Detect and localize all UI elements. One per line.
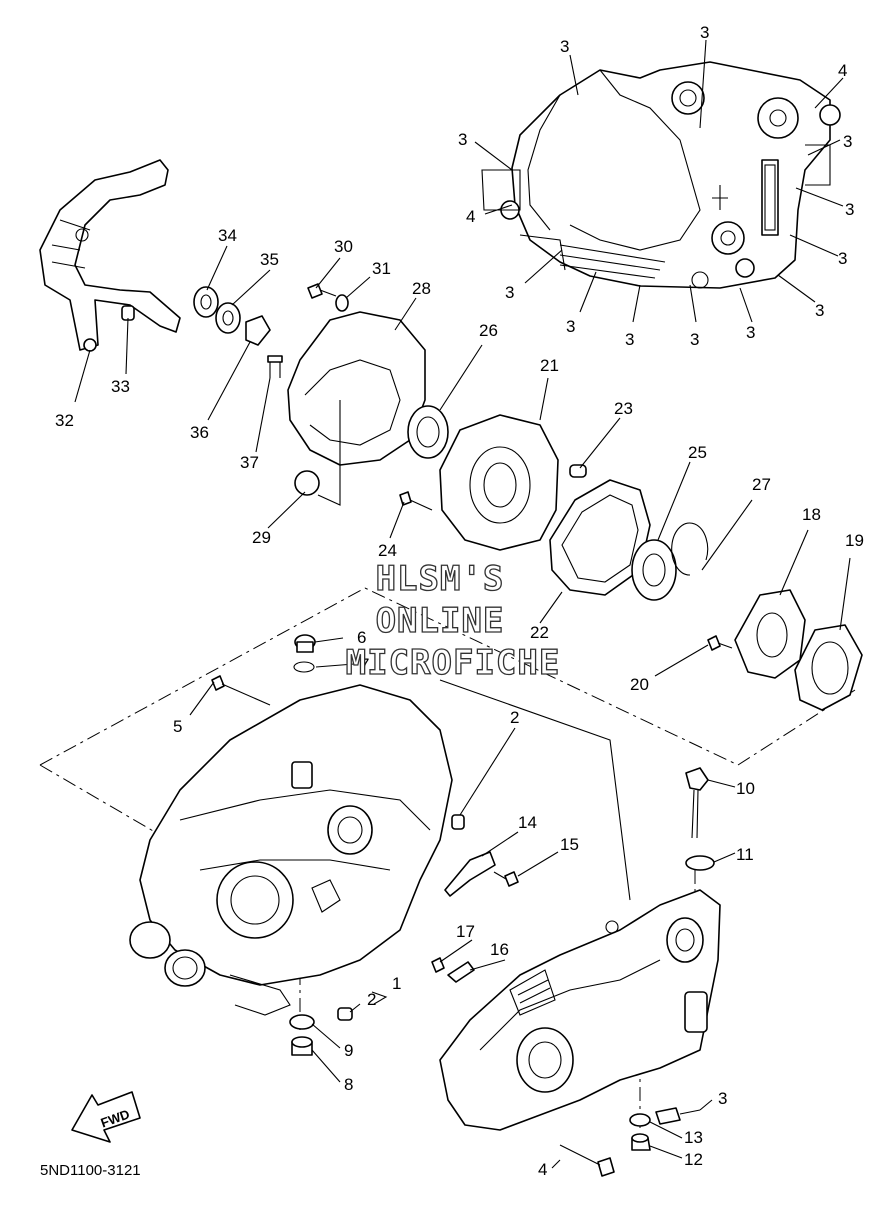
callout-4: 4 <box>538 1160 547 1179</box>
callout-33: 33 <box>111 377 130 396</box>
callout-1: 1 <box>392 974 401 993</box>
crankcase-left-half <box>129 684 453 1016</box>
callout-24: 24 <box>378 541 397 560</box>
callout-4: 4 <box>838 61 847 80</box>
leaders-top-right <box>474 39 844 323</box>
callout-37: 37 <box>240 453 259 472</box>
callout-14: 14 <box>518 813 537 832</box>
callout-13: 13 <box>684 1128 703 1147</box>
callout-3: 3 <box>505 283 514 302</box>
callout-3: 3 <box>458 130 467 149</box>
callout-3: 3 <box>746 323 755 342</box>
fasteners-bottom-right <box>559 1107 701 1177</box>
dowel-bolt-23-24 <box>399 464 587 511</box>
fwd-arrow-icon: FWD <box>71 1091 141 1143</box>
crankcase-right-half <box>439 889 721 1131</box>
bearing-set-left <box>193 286 283 378</box>
callout-3: 3 <box>843 132 852 151</box>
oil-seal-26 <box>407 405 449 459</box>
callout-3: 3 <box>700 23 709 42</box>
screw-washer-30-31 <box>307 283 349 312</box>
callout-9: 9 <box>344 1041 353 1060</box>
callout-32: 32 <box>55 411 74 430</box>
callout-19: 19 <box>845 531 864 550</box>
callout-22: 22 <box>530 623 549 642</box>
cover-18-gasket-19 <box>707 589 863 711</box>
callout-3: 3 <box>625 330 634 349</box>
callout-29: 29 <box>252 528 271 547</box>
callout-34: 34 <box>218 226 237 245</box>
callout-3: 3 <box>560 37 569 56</box>
callout-6: 6 <box>357 628 366 647</box>
callout-20: 20 <box>630 675 649 694</box>
callout-25: 25 <box>688 443 707 462</box>
cover-28 <box>287 311 426 506</box>
callout-28: 28 <box>412 279 431 298</box>
watermark-line-2: ONLINE <box>376 601 505 641</box>
callout-12: 12 <box>684 1150 703 1169</box>
callout-30: 30 <box>334 237 353 256</box>
leaders-lower <box>189 637 736 1169</box>
callout-16: 16 <box>490 940 509 959</box>
callout-7: 7 <box>360 655 369 674</box>
callout-10: 10 <box>736 779 755 798</box>
bracket-screws-14-17 <box>431 957 475 983</box>
crankcase-cover-top <box>481 61 841 289</box>
callout-3: 3 <box>566 317 575 336</box>
callout-26: 26 <box>479 321 498 340</box>
callout-36: 36 <box>190 423 209 442</box>
small-parts-lower-left <box>211 634 519 1056</box>
callout-35: 35 <box>260 250 279 269</box>
callout-4: 4 <box>466 207 475 226</box>
callout-17: 17 <box>456 922 475 941</box>
callout-18: 18 <box>802 505 821 524</box>
callout-3: 3 <box>845 200 854 219</box>
callout-8: 8 <box>344 1075 353 1094</box>
callout-2: 2 <box>367 990 376 1009</box>
watermark-line-1: HLSM'S <box>376 559 505 599</box>
watermark: HLSM'S ONLINE MICROFICHE <box>345 558 561 683</box>
bearing-circlip-25-27 <box>631 522 709 601</box>
watermark-line-3: MICROFICHE <box>346 643 561 683</box>
housing-21 <box>439 414 559 551</box>
leaders-middle <box>74 245 851 677</box>
callout-2: 2 <box>510 708 519 727</box>
callout-3: 3 <box>690 330 699 349</box>
callout-15: 15 <box>560 835 579 854</box>
callout-31: 31 <box>372 259 391 278</box>
callout-11: 11 <box>736 845 754 864</box>
callout-3: 3 <box>838 249 847 268</box>
callout-3: 3 <box>815 301 824 320</box>
dipstick-10-oring-11 <box>685 767 715 871</box>
callout-27: 27 <box>752 475 771 494</box>
callout-3: 3 <box>718 1089 727 1108</box>
callout-5: 5 <box>173 717 182 736</box>
callout-labels: 3 3 4 3 3 3 4 3 3 3 3 3 3 3 34 35 30 31 … <box>55 23 864 1179</box>
shroud-bracket <box>39 159 181 352</box>
callout-21: 21 <box>540 356 559 375</box>
document-code: 5ND1100-3121 <box>40 1162 141 1179</box>
callout-23: 23 <box>614 399 633 418</box>
